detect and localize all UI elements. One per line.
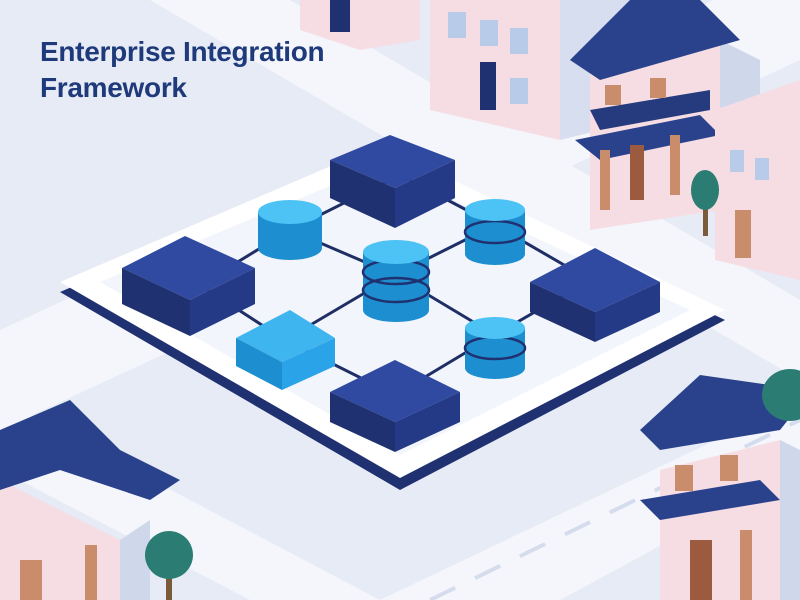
server-block-icon bbox=[236, 310, 335, 390]
tree-bottom-left bbox=[145, 531, 193, 600]
page-title: Enterprise Integration Framework bbox=[40, 34, 325, 106]
server-block-icon bbox=[530, 248, 660, 342]
temple-bottom-right bbox=[640, 375, 800, 600]
database-cylinder-icon bbox=[258, 200, 322, 260]
building-top-center bbox=[300, 0, 420, 50]
database-cylinder-icon bbox=[361, 240, 431, 322]
server-block-icon bbox=[330, 135, 455, 228]
server-block-icon bbox=[330, 360, 460, 452]
title-line-1: Enterprise Integration bbox=[40, 36, 325, 67]
temple-bottom-left bbox=[0, 400, 180, 600]
tree-bottom-right bbox=[762, 369, 800, 421]
database-cylinder-icon bbox=[463, 199, 527, 265]
building-far-right bbox=[715, 80, 800, 280]
title-line-2: Framework bbox=[40, 72, 187, 103]
database-cylinder-icon bbox=[463, 317, 527, 379]
server-block-icon bbox=[122, 236, 255, 336]
tree-right bbox=[691, 170, 719, 236]
